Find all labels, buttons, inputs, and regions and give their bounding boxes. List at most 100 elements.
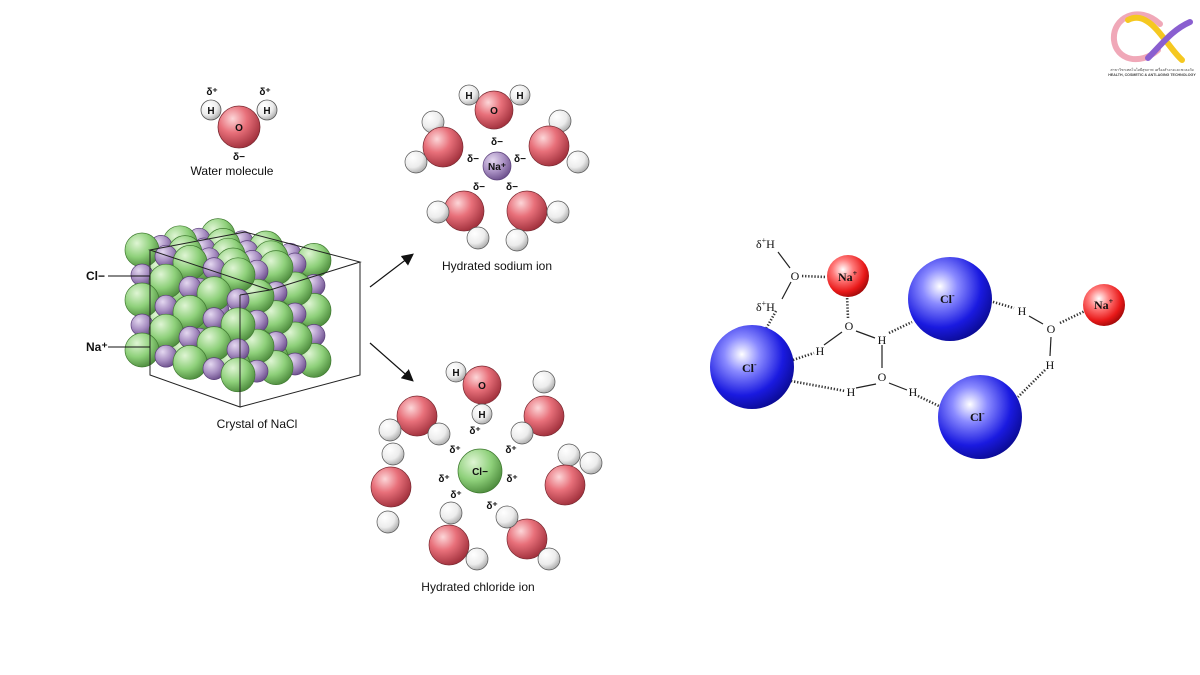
covalent-bond <box>1028 315 1044 325</box>
logo-caption-english: HEALTH, COSMETIC & ANTI-AGING TECHNOLOGY <box>1108 73 1196 77</box>
hydrogen-atom <box>579 451 603 475</box>
oxygen-symbol: O <box>478 381 486 392</box>
hydrogen-bond <box>792 351 815 362</box>
oxygen-symbol: O <box>845 319 854 333</box>
hydrogen-symbol: H <box>207 106 214 117</box>
chloride-sphere <box>220 357 256 393</box>
hydrogen-symbol: H <box>1046 358 1055 372</box>
hydrogen-symbol: H <box>452 368 459 379</box>
water-molecule-sphere-group <box>426 190 490 250</box>
crystal-outline <box>148 231 362 408</box>
chloride-ion-sphere <box>908 257 992 341</box>
svg-text:Cl-: Cl- <box>970 409 985 424</box>
hydrogen-atom <box>537 547 561 571</box>
crystal-label: Crystal of NaCl <box>217 417 298 431</box>
oxygen-atom <box>528 125 570 167</box>
partial-positive-charge: δ⁺ <box>486 501 497 512</box>
oxygen-atom <box>370 466 412 508</box>
water-molecule-sphere-group: OHH <box>445 361 502 425</box>
hydrogen-bond <box>989 299 1015 310</box>
oxygen-atom <box>506 518 548 560</box>
chloride-label: Cl− <box>86 269 105 283</box>
partial-charge-hydrogen: δ+H <box>756 236 775 251</box>
chloride-ion-sphere <box>938 375 1022 459</box>
sodium-ion-sphere <box>1083 284 1125 326</box>
chloride-ion-label: Cl- <box>970 409 985 424</box>
hydrogen-atom <box>200 99 222 121</box>
oxygen-atom <box>523 395 565 437</box>
hydrogen-atom <box>532 370 556 394</box>
partial-negative-charge: δ− <box>514 154 526 165</box>
svg-text:Na+: Na+ <box>1094 297 1114 312</box>
partial-charge-hydrogen: δ+H <box>756 299 775 314</box>
hydrogen-symbol: H <box>816 344 825 358</box>
hydrogen-atom <box>439 501 463 525</box>
oxygen-atom <box>422 126 464 168</box>
partial-positive-charge: δ⁺ <box>259 87 270 98</box>
hydrogen-bond <box>790 379 846 393</box>
partial-positive-charge: δ⁺ <box>449 445 460 456</box>
sodium-ion-symbol: Na⁺ <box>488 162 506 173</box>
partial-positive-charge: δ⁺ <box>505 445 516 456</box>
logo-purple-curve <box>1145 19 1193 61</box>
covalent-bond <box>781 281 792 300</box>
chloride-sphere <box>124 282 160 318</box>
covalent-bond <box>1049 336 1052 357</box>
sodium-ion-label: Na+ <box>838 269 858 284</box>
logo: สาขาวิชาเทคโนโลยีสุขภาพ เครื่องสำอางและช… <box>1108 11 1196 77</box>
water-molecule: H H O δ⁺ δ⁺ δ− Water molecule <box>191 87 278 178</box>
hydrogen-atom <box>376 510 400 534</box>
nacl-crystal <box>124 218 332 393</box>
hydrogen-atom <box>557 443 581 467</box>
water-molecule-sphere-group <box>510 370 565 445</box>
covalent-bond <box>777 251 791 269</box>
hydrogen-symbol: H <box>909 385 918 399</box>
oxygen-symbol: O <box>878 370 887 384</box>
sodium-ion <box>482 151 512 181</box>
water-molecule-sphere-group <box>544 443 603 506</box>
arrow-to-sodium <box>369 253 414 288</box>
covalent-bond <box>823 331 843 346</box>
hydrated-sodium-label: Hydrated sodium ion <box>442 259 552 273</box>
chloride-ion-sphere <box>710 325 794 409</box>
hydrogen-bond <box>1017 369 1046 398</box>
hydrogen-atom <box>546 200 570 224</box>
oxygen-atom <box>217 105 261 149</box>
oxygen-atom <box>506 190 548 232</box>
chloride-sphere <box>124 232 160 268</box>
water-molecule-sphere-group <box>378 395 451 446</box>
covalent-bond <box>888 382 908 391</box>
hydrogen-bond <box>801 274 827 279</box>
hydrogen-atom <box>404 150 428 174</box>
water-molecule-sphere-group <box>404 110 464 174</box>
logo-yellow-curve <box>1125 14 1185 63</box>
water-molecule-label: Water molecule <box>191 164 274 178</box>
hydrogen-bond <box>917 394 942 409</box>
hydrogen-symbol: H <box>1018 304 1027 318</box>
chloride-ion-label: Cl- <box>742 360 757 375</box>
oxygen-atom <box>396 395 438 437</box>
covalent-bond <box>855 330 876 339</box>
sodium-ion-sphere <box>827 255 869 297</box>
hydrogen-bond <box>1059 308 1088 325</box>
oxygen-atom <box>443 190 485 232</box>
hydrated-chloride-label: Hydrated chloride ion <box>421 580 534 594</box>
water-molecule-sphere-group <box>505 190 570 252</box>
partial-positive-charge: δ⁺ <box>206 87 217 98</box>
hydrogen-atom <box>510 421 534 445</box>
chloride-ion-label: Cl- <box>940 291 955 306</box>
hydrogen-atom <box>458 84 480 106</box>
partial-negative-charge: δ− <box>473 182 485 193</box>
oxygen-symbol: O <box>791 269 800 283</box>
logo-pink-curve <box>1110 11 1163 62</box>
chloride-sphere <box>124 332 160 368</box>
svg-text:Cl-: Cl- <box>940 291 955 306</box>
water-molecule-sphere-group <box>495 505 561 571</box>
water-molecule-sphere-group <box>370 442 412 534</box>
hydrogen-atom <box>471 403 493 425</box>
hydrogen-atom <box>256 99 278 121</box>
partial-negative-charge: δ− <box>467 154 479 165</box>
